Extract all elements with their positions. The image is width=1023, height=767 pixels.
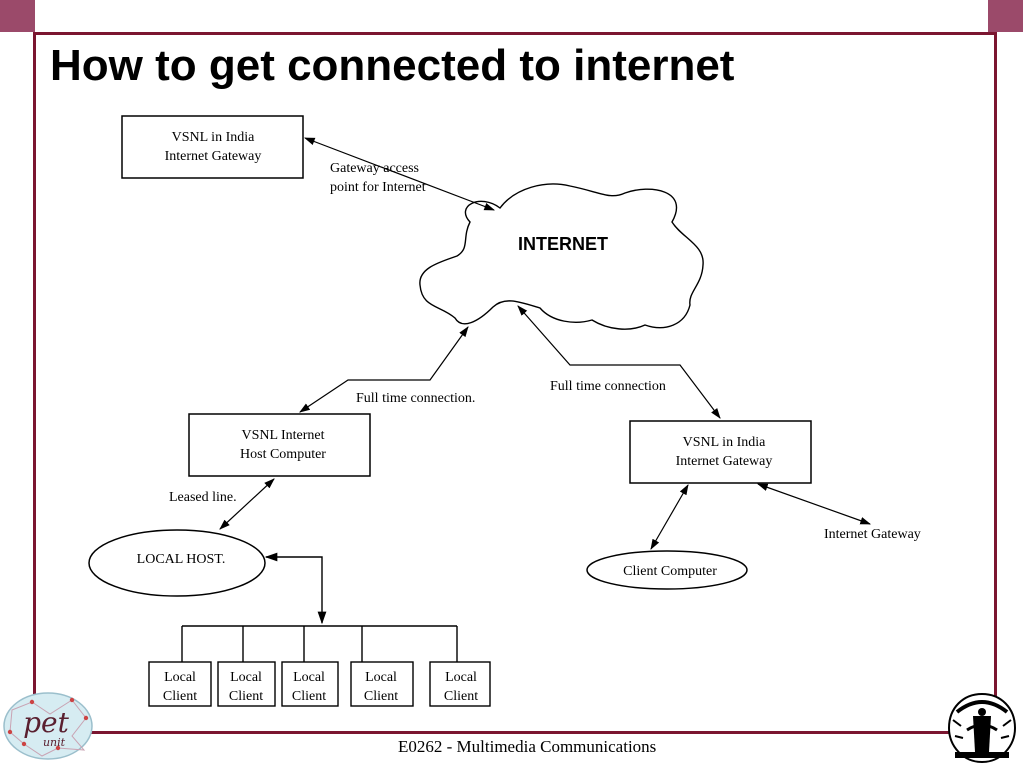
gateway-right-line1: VSNL in India: [683, 435, 766, 450]
gateway-right-line2: Internet Gateway: [676, 454, 773, 469]
local-client-1-line2: Client: [163, 689, 197, 704]
gateway-top-line1: VSNL in India: [172, 130, 255, 145]
host-computer-line2: Host Computer: [240, 447, 326, 462]
local-client-2-line2: Client: [229, 689, 263, 704]
svg-text:pet: pet: [23, 706, 69, 739]
internet-label: INTERNET: [518, 234, 608, 254]
footer-course-name: E0262 - Multimedia Communications: [398, 737, 657, 756]
institute-emblem: [947, 692, 1017, 764]
pet-unit-logo: pet unit: [3, 692, 93, 760]
client-computer-label: Client Computer: [623, 564, 717, 579]
gateway-top-line2: Internet Gateway: [165, 149, 262, 164]
full-time-right-label: Full time connection: [550, 379, 666, 394]
edge-host-localhost: [219, 478, 275, 530]
local-client-4-line1: Local: [365, 670, 397, 685]
edge-gateway-client: [650, 484, 689, 550]
local-client-3-line1: Local: [293, 670, 325, 685]
edge-localhost-clients: [264, 552, 327, 625]
gateway-access-label-line1: Gateway access: [330, 161, 419, 176]
local-client-1-line1: Local: [164, 670, 196, 685]
full-time-left-label: Full time connection.: [356, 391, 475, 406]
host-computer-line1: VSNL Internet: [241, 428, 324, 443]
slide-title: How to get connected to internet: [50, 41, 735, 90]
local-client-box-2: [217, 661, 276, 707]
gateway-top-box: [121, 115, 304, 179]
leased-line-label: Leased line.: [169, 490, 237, 505]
local-client-box-1: [148, 661, 212, 707]
top-right-corner-block: [988, 0, 1023, 32]
edge-gateway-internet: [303, 137, 496, 211]
local-client-box-3: [281, 661, 339, 707]
host-computer-box: [188, 413, 371, 477]
gateway-right-box: [629, 420, 812, 484]
gateway-access-label-line2: point for Internet: [330, 180, 426, 195]
edge-gateway-internet-gateway: [756, 483, 872, 525]
internet-gateway-label: Internet Gateway: [824, 527, 921, 542]
edge-host-internet: [299, 326, 469, 413]
edge-internet-gateway-right: [517, 305, 721, 419]
footer-rule: [90, 731, 950, 734]
local-client-3-line2: Client: [292, 689, 326, 704]
svg-text:unit: unit: [43, 736, 66, 749]
internet-cloud: [419, 183, 704, 330]
local-client-box-4: [350, 661, 414, 707]
local-client-5-line2: Client: [444, 689, 478, 704]
client-computer-ellipse: [586, 550, 748, 590]
top-left-corner-block: [0, 0, 35, 32]
local-client-box-5: [429, 661, 491, 707]
local-client-2-line1: Local: [230, 670, 262, 685]
local-client-5-line1: Local: [445, 670, 477, 685]
slide-frame: [33, 32, 997, 735]
local-client-4-line2: Client: [364, 689, 398, 704]
local-host-label: LOCAL HOST.: [137, 552, 226, 567]
